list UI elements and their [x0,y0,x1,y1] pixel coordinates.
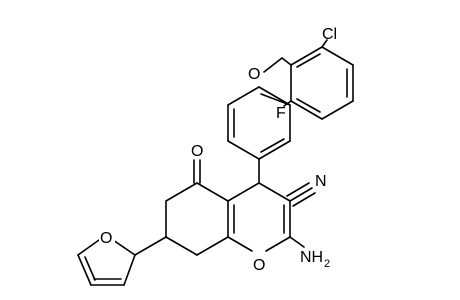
bond [292,192,316,207]
bond [321,100,354,120]
ether-oxygen-atom-label: O [248,66,260,83]
bond [227,182,260,202]
bond [134,236,167,256]
bond [165,182,198,202]
bond [227,86,260,106]
bond [123,254,136,286]
bond [290,100,323,120]
bond [77,239,100,256]
bond [258,182,291,202]
bond [289,236,305,248]
furan-oxygen-atom-label: O [100,230,112,247]
bond [265,236,291,252]
bond [286,182,310,197]
bond [263,57,283,73]
bonds [77,39,354,286]
bond [289,187,313,202]
bond [321,46,354,66]
bond [84,256,96,281]
bond [165,236,198,256]
bond [290,46,323,66]
bond [112,239,136,256]
ring-oxygen-atom-label: O [253,257,265,274]
bond [260,138,285,153]
bond [296,98,321,113]
bond [196,182,229,202]
bond [281,57,292,66]
ketone-oxygen-atom-label: O [191,143,203,160]
amino-subscript-label: 2 [324,258,330,270]
bond [77,254,92,286]
atom-labels: Cl F O O N O O NH 2 [99,26,337,275]
bond [258,86,291,106]
bond [258,140,291,160]
bond [227,140,260,160]
nitrile-nitrogen-atom-label: N [315,173,327,190]
bond [260,93,291,106]
bond [196,236,229,256]
fluorine-atom-label: F [276,105,286,122]
bond [321,39,328,48]
amino-group-label: NH [300,249,323,266]
bond [296,53,321,68]
bond [227,236,253,252]
chlorine-atom-label: Cl [322,26,337,43]
